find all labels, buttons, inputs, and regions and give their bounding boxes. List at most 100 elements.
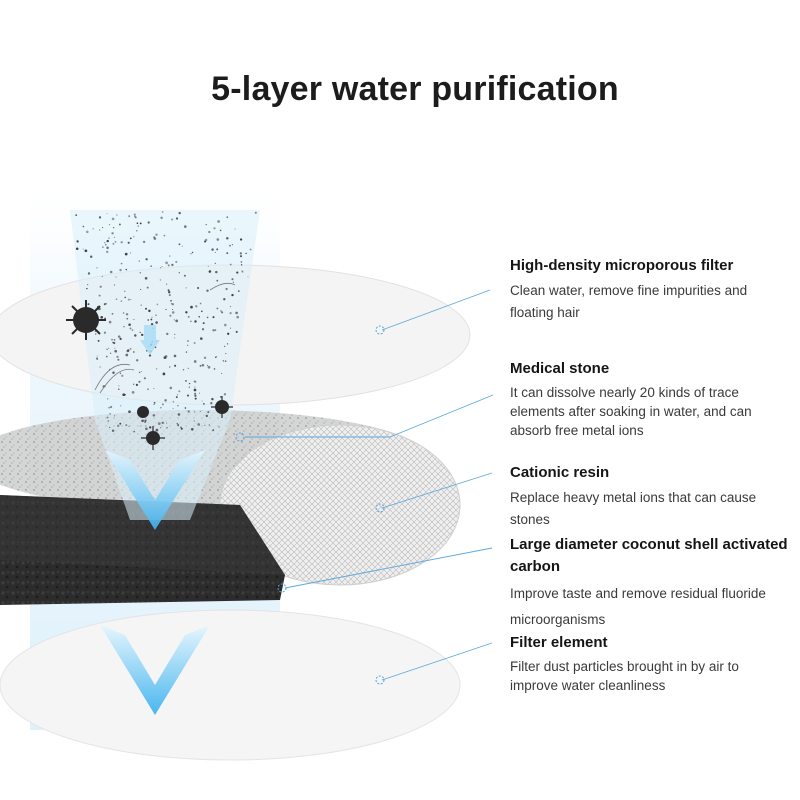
impurity-particle: [229, 263, 232, 266]
impurity-particle: [100, 315, 104, 319]
impurity-particle: [178, 272, 180, 274]
impurity-particle: [175, 217, 179, 220]
impurity-particle: [182, 368, 185, 371]
impurity-particle: [120, 300, 123, 302]
impurity-particle: [177, 413, 181, 416]
impurity-particle: [221, 311, 224, 314]
impurity-particle: [170, 302, 173, 305]
impurity-particle: [185, 311, 188, 314]
impurity-particle: [117, 388, 120, 391]
impurity-particle: [139, 331, 141, 334]
target-dot-icon: [235, 325, 385, 685]
impurity-particle: [119, 268, 122, 272]
impurity-particle: [89, 255, 93, 258]
bacteria-icon: [137, 396, 233, 450]
impurity-particle: [125, 313, 129, 316]
impurity-particle: [169, 386, 173, 390]
impurity-particle: [94, 330, 96, 333]
impurity-particle: [207, 411, 210, 414]
impurity-particle: [201, 363, 205, 367]
impurity-particle: [245, 252, 247, 255]
impurity-particle: [224, 360, 227, 362]
impurity-particle: [115, 298, 118, 301]
impurity-particle: [137, 225, 140, 227]
layer-name: Filter element: [510, 634, 608, 651]
impurity-particle: [171, 303, 174, 306]
impurity-particle: [107, 398, 109, 400]
impurity-particle: [147, 319, 150, 321]
impurity-particle: [99, 285, 102, 288]
impurity-particle: [123, 326, 125, 328]
impurity-particle: [215, 270, 218, 274]
impurity-particle: [176, 422, 179, 425]
impurity-particle: [201, 400, 203, 402]
impurity-particle: [108, 320, 112, 324]
impurity-particle: [148, 354, 152, 357]
layer-filter-element: Filter element Filter dust particles bro…: [510, 632, 790, 695]
impurity-particle: [140, 288, 142, 290]
impurity-particle: [99, 229, 101, 231]
impurity-particle: [150, 318, 153, 321]
impurity-particle: [84, 249, 88, 253]
impurity-particle: [106, 246, 109, 250]
impurity-particle: [126, 317, 129, 320]
impurity-particle: [92, 228, 94, 230]
impurity-particle: [198, 392, 201, 394]
impurity-particle: [167, 264, 170, 267]
impurity-particle: [195, 305, 198, 308]
impurity-particle: [223, 393, 227, 396]
impurity-particle: [171, 263, 174, 267]
impurity-particle: [119, 422, 122, 425]
impurity-particle: [133, 213, 136, 216]
layer-description: Improve taste and remove residual fluori…: [510, 586, 766, 627]
impurity-particle: [194, 320, 197, 323]
impurity-particle: [145, 307, 147, 310]
layer-activated-carbon: Large diameter coconut shell activated c…: [510, 534, 790, 633]
impurity-particle: [75, 247, 79, 251]
impurity-particle: [162, 372, 166, 376]
impurity-particle: [87, 284, 89, 286]
impurity-particle: [177, 424, 180, 426]
impurity-particle: [229, 327, 232, 329]
impurity-particle: [138, 380, 141, 383]
impurity-particle: [207, 265, 209, 267]
impurity-particle: [155, 428, 159, 432]
impurity-particle: [150, 322, 154, 326]
bacteria-icon: [66, 300, 106, 340]
impurity-particle: [229, 312, 232, 315]
impurity-particle: [132, 351, 135, 353]
impurity-particle: [127, 298, 130, 301]
impurity-particle: [160, 427, 162, 429]
impurity-particle: [193, 420, 195, 422]
impurity-particle: [111, 232, 114, 235]
impurity-particle: [155, 233, 158, 236]
impurity-particle: [133, 430, 136, 433]
impurity-particle: [226, 237, 229, 240]
impurity-particle: [176, 394, 178, 396]
impurity-particle: [178, 390, 181, 393]
impurity-particle: [194, 394, 197, 397]
impurity-particle: [184, 225, 187, 228]
impurity-particle: [239, 255, 243, 258]
impurity-particle: [111, 338, 113, 341]
impurity-particle: [161, 403, 164, 406]
impurity-particle: [101, 275, 103, 278]
impurity-particle: [236, 315, 240, 319]
impurity-particle: [97, 339, 100, 342]
impurity-particle: [118, 223, 121, 226]
impurity-particle: [201, 328, 205, 331]
impurity-particle: [119, 372, 122, 374]
impurity-particle: [172, 308, 174, 311]
impurity-particle: [225, 353, 227, 355]
impurity-particle: [86, 230, 89, 234]
impurity-particle: [127, 241, 130, 244]
impurity-particle: [208, 270, 212, 273]
impurity-particle: [211, 397, 214, 401]
impurity-particle: [136, 222, 139, 225]
impurity-particle: [128, 323, 131, 326]
impurity-particle: [140, 425, 142, 427]
impurity-particle: [236, 271, 239, 274]
impurity-particle: [122, 312, 125, 314]
impurity-particle: [201, 310, 203, 313]
